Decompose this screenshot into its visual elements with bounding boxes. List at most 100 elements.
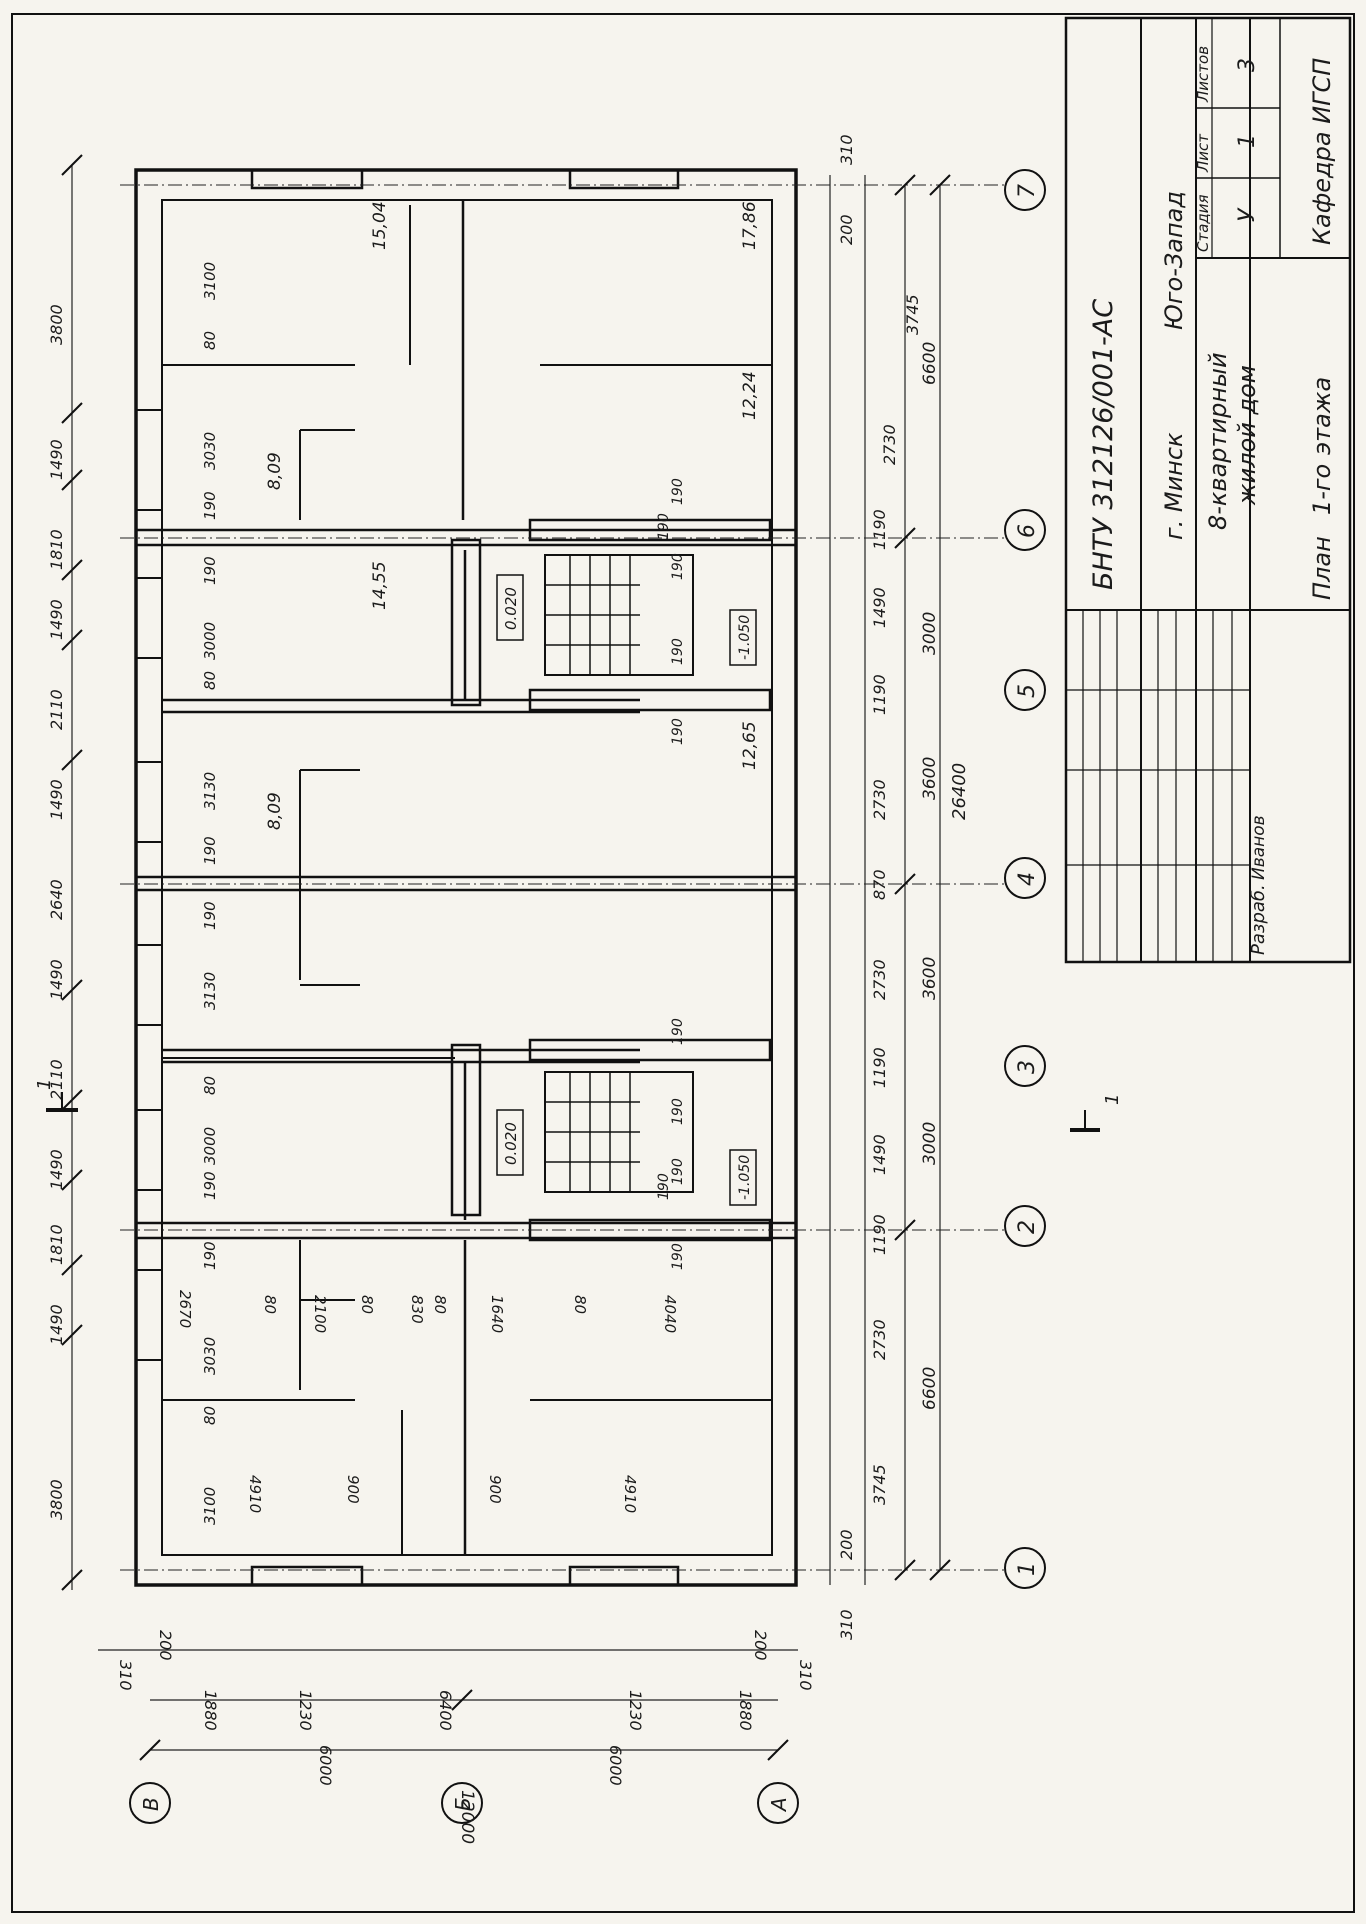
city: г. Минск [1160, 432, 1188, 540]
sheets-value: 3 [1235, 58, 1260, 72]
axis-numeric-bubbles [1004, 169, 1046, 1589]
dim-top: 2110 [47, 1059, 66, 1100]
organization: Кафедра ИГСП [1308, 58, 1336, 245]
inner-dim: 80 [431, 1295, 449, 1314]
axis-lines [120, 184, 1005, 1571]
dim-top: 1490 [47, 1304, 66, 1345]
inner-dim: 830 [408, 1295, 426, 1324]
dim-bottom-2: 3000 [920, 612, 940, 655]
staircase-upper [544, 554, 694, 676]
sheet-title-floor: 1-го [1308, 464, 1336, 515]
inner-dim: 80 [358, 1295, 376, 1314]
stage-header: Стадия [1194, 194, 1212, 252]
elevation: 0.020 [502, 1122, 520, 1165]
room-dim: 190 [201, 556, 219, 585]
elevation: 0.020 [502, 587, 520, 630]
dim-left-lower: 6000 [606, 1745, 625, 1786]
dim-bottom: 2730 [880, 424, 899, 465]
dimension-lines [71, 165, 941, 1751]
room-dim: 190 [201, 491, 219, 520]
dim-left-upper: 310 [116, 1660, 135, 1691]
stair-dim: 190 [670, 478, 686, 505]
sheet-title-prefix: План [1308, 536, 1336, 600]
dim-bottom: 1490 [870, 587, 889, 628]
room-dim: 3030 [201, 432, 219, 470]
inner-dim: 1640 [488, 1295, 506, 1333]
overall-width: 12000 [457, 1790, 477, 1844]
section-mark-label: 1 [34, 1079, 55, 1090]
object-line-2: жилой дом [1233, 365, 1261, 506]
dim-bottom: 1190 [870, 1214, 889, 1255]
inner-dim: 2100 [311, 1295, 329, 1333]
room-dim: 3130 [201, 772, 219, 810]
overall-length: 26400 [949, 763, 970, 820]
bottom-dimension-row1: 310 200 3745 2730 1190 1490 1190 2730 87… [837, 134, 922, 1640]
room-dim: 190 [201, 1171, 219, 1200]
dim-top: 1810 [47, 529, 66, 570]
dim-bottom: 310 [837, 1609, 856, 1640]
room-dim: 3000 [201, 1127, 219, 1165]
room-dim: 3100 [201, 1487, 219, 1525]
room-area: 15,04 [370, 201, 390, 250]
room-area-labels: 15,04 17,86 8,09 12,24 14,55 8,09 12,65 [265, 201, 760, 830]
room-area: 8,09 [265, 452, 285, 490]
dim-bottom-2: 6600 [920, 342, 940, 385]
bottom-dimension-row2: 6600 3000 3600 3600 3000 6600 26400 [920, 342, 970, 1410]
dimension-ticks [61, 154, 951, 1761]
project-code: БНТУ 312126/001-АС [1088, 299, 1119, 590]
dim-left-upper: 1880 [736, 1690, 755, 1731]
room-dim: 3130 [201, 972, 219, 1010]
axis-label-2: 2 [1015, 1220, 1040, 1234]
dim-top: 1490 [47, 779, 66, 820]
inner-dimension-labels: 2670 80 2100 80 830 80 1640 80 4040 4910… [176, 1290, 679, 1513]
room-dimension-labels: 3100 80 3030 190 190 3000 80 3130 190 19… [201, 262, 219, 1525]
dim-top: 2640 [47, 879, 66, 920]
room-dim: 80 [201, 1406, 219, 1425]
developer-name: Иванов [1249, 815, 1269, 880]
stair-dim: 190 [670, 1018, 686, 1045]
dim-top: 1490 [47, 599, 66, 640]
room-area: 14,55 [370, 561, 390, 610]
dim-left-lower: 6000 [316, 1745, 335, 1786]
stair-dim: 190 [670, 553, 686, 580]
dim-bottom-2: 3600 [920, 757, 940, 800]
axis-letter-bubbles [129, 1782, 799, 1824]
axis-label-b: Б [451, 1797, 475, 1811]
axis-label-v: В [139, 1797, 163, 1811]
room-area: 12,65 [740, 721, 760, 770]
axis-label-4: 4 [1015, 872, 1040, 886]
developer-label: Разраб. [1248, 884, 1269, 955]
section-mark-right: 1 [1070, 1094, 1123, 1132]
dim-left-upper: 1880 [201, 1690, 220, 1731]
room-dim: 3030 [201, 1337, 219, 1375]
dim-bottom: 870 [870, 869, 889, 900]
dim-left-upper: 1230 [626, 1690, 645, 1731]
room-dim: 190 [201, 836, 219, 865]
title-block-text: БНТУ 312126/001-АС г. Минск Юго-Запад 8-… [1088, 46, 1336, 955]
building-outline [134, 168, 798, 1587]
dim-bottom: 200 [837, 214, 856, 245]
dim-left-upper: 1230 [296, 1690, 315, 1731]
dim-bottom: 2730 [870, 959, 889, 1000]
dim-top: 1490 [47, 439, 66, 480]
dim-top: 1810 [47, 1224, 66, 1265]
stair-dim: 190 [670, 718, 686, 745]
dim-bottom: 1190 [870, 509, 889, 550]
inner-dim: 80 [571, 1295, 589, 1314]
title-block [1064, 16, 1352, 964]
inner-dim: 4910 [621, 1475, 639, 1513]
object-line-1: 8-квартирный [1204, 352, 1232, 530]
elevation: -1.050 [737, 1155, 753, 1200]
stair-dim: 190 [670, 1158, 686, 1185]
dim-top: 1490 [47, 959, 66, 1000]
stair-dimension-labels: 190 190 190 190 190 190 190 190 190 190 [656, 478, 686, 1270]
dim-bottom: 1190 [870, 1047, 889, 1088]
axis-letter-labels: В Б А [139, 1797, 791, 1813]
dim-bottom: 3745 [870, 1464, 889, 1505]
inner-dim: 4910 [246, 1475, 264, 1513]
dim-left-upper: 200 [156, 1630, 175, 1661]
room-area: 17,86 [740, 201, 760, 250]
elevation-marks: 0.020 0.020 -1.050 -1.050 [496, 574, 757, 1206]
elevation: -1.050 [737, 615, 753, 660]
sheet-frame [11, 13, 1355, 1913]
